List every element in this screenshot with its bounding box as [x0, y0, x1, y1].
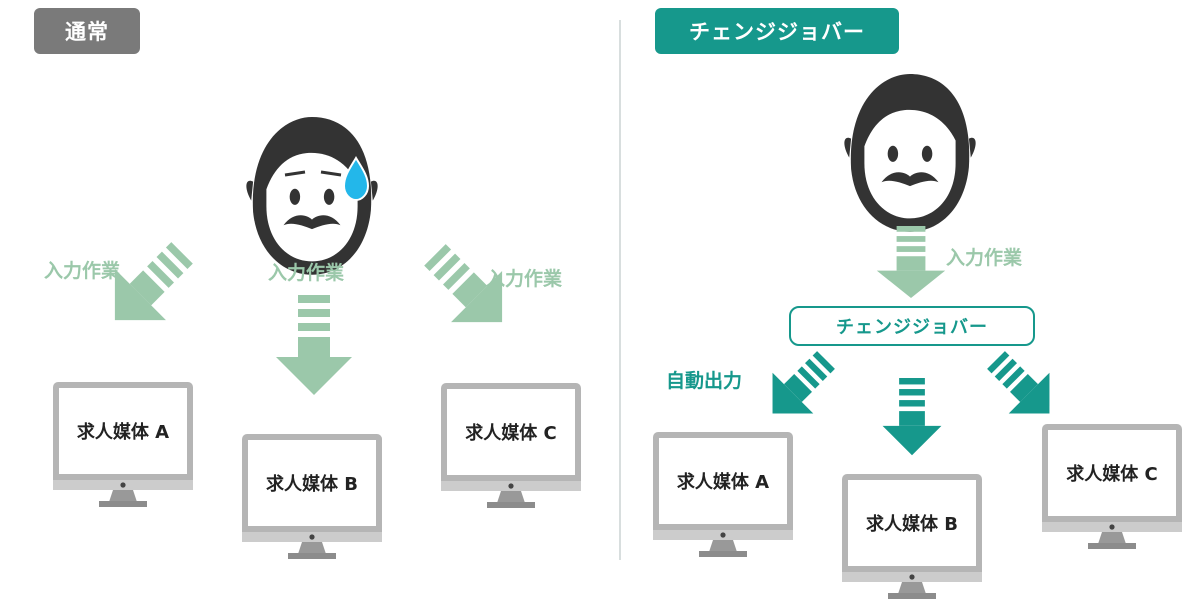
- screen-label-right-c: 求人媒体 C: [1066, 464, 1158, 485]
- screen-label-right-b: 求人媒体 B: [866, 514, 958, 535]
- screen-label-left-c: 求人媒体 C: [465, 423, 557, 444]
- input-label-right: 入力作業: [486, 268, 563, 290]
- arrow-teal-to-a: [752, 339, 847, 434]
- panel-divider: [619, 20, 621, 560]
- auto-output-label: 自動出力: [666, 370, 743, 392]
- input-label-right-panel: 入力作業: [946, 247, 1023, 269]
- arrow-left-to-a: [89, 227, 208, 346]
- normal-badge: 通常: [34, 8, 140, 54]
- arrow-center-to-b: [276, 295, 352, 395]
- left-face-icon: [246, 117, 378, 275]
- sweat-drop-icon: [342, 156, 370, 202]
- arrow-teal-to-c: [975, 339, 1070, 434]
- input-label-left: 入力作業: [44, 260, 121, 282]
- screen-label-right-a: 求人媒体 A: [676, 472, 770, 493]
- input-label-center: 入力作業: [268, 262, 345, 284]
- screen-label-left-b: 求人媒体 B: [266, 474, 358, 495]
- arrow-teal-to-b: [882, 378, 942, 456]
- screen-label-left-a: 求人媒体 A: [76, 422, 170, 443]
- left-brow: [284, 170, 306, 177]
- changejobber-badge: チェンジジョバー: [655, 8, 899, 54]
- arrow-to-changejobber: [876, 226, 946, 298]
- right-face-icon: [844, 74, 976, 232]
- changejobber-hub: チェンジジョバー: [789, 306, 1035, 346]
